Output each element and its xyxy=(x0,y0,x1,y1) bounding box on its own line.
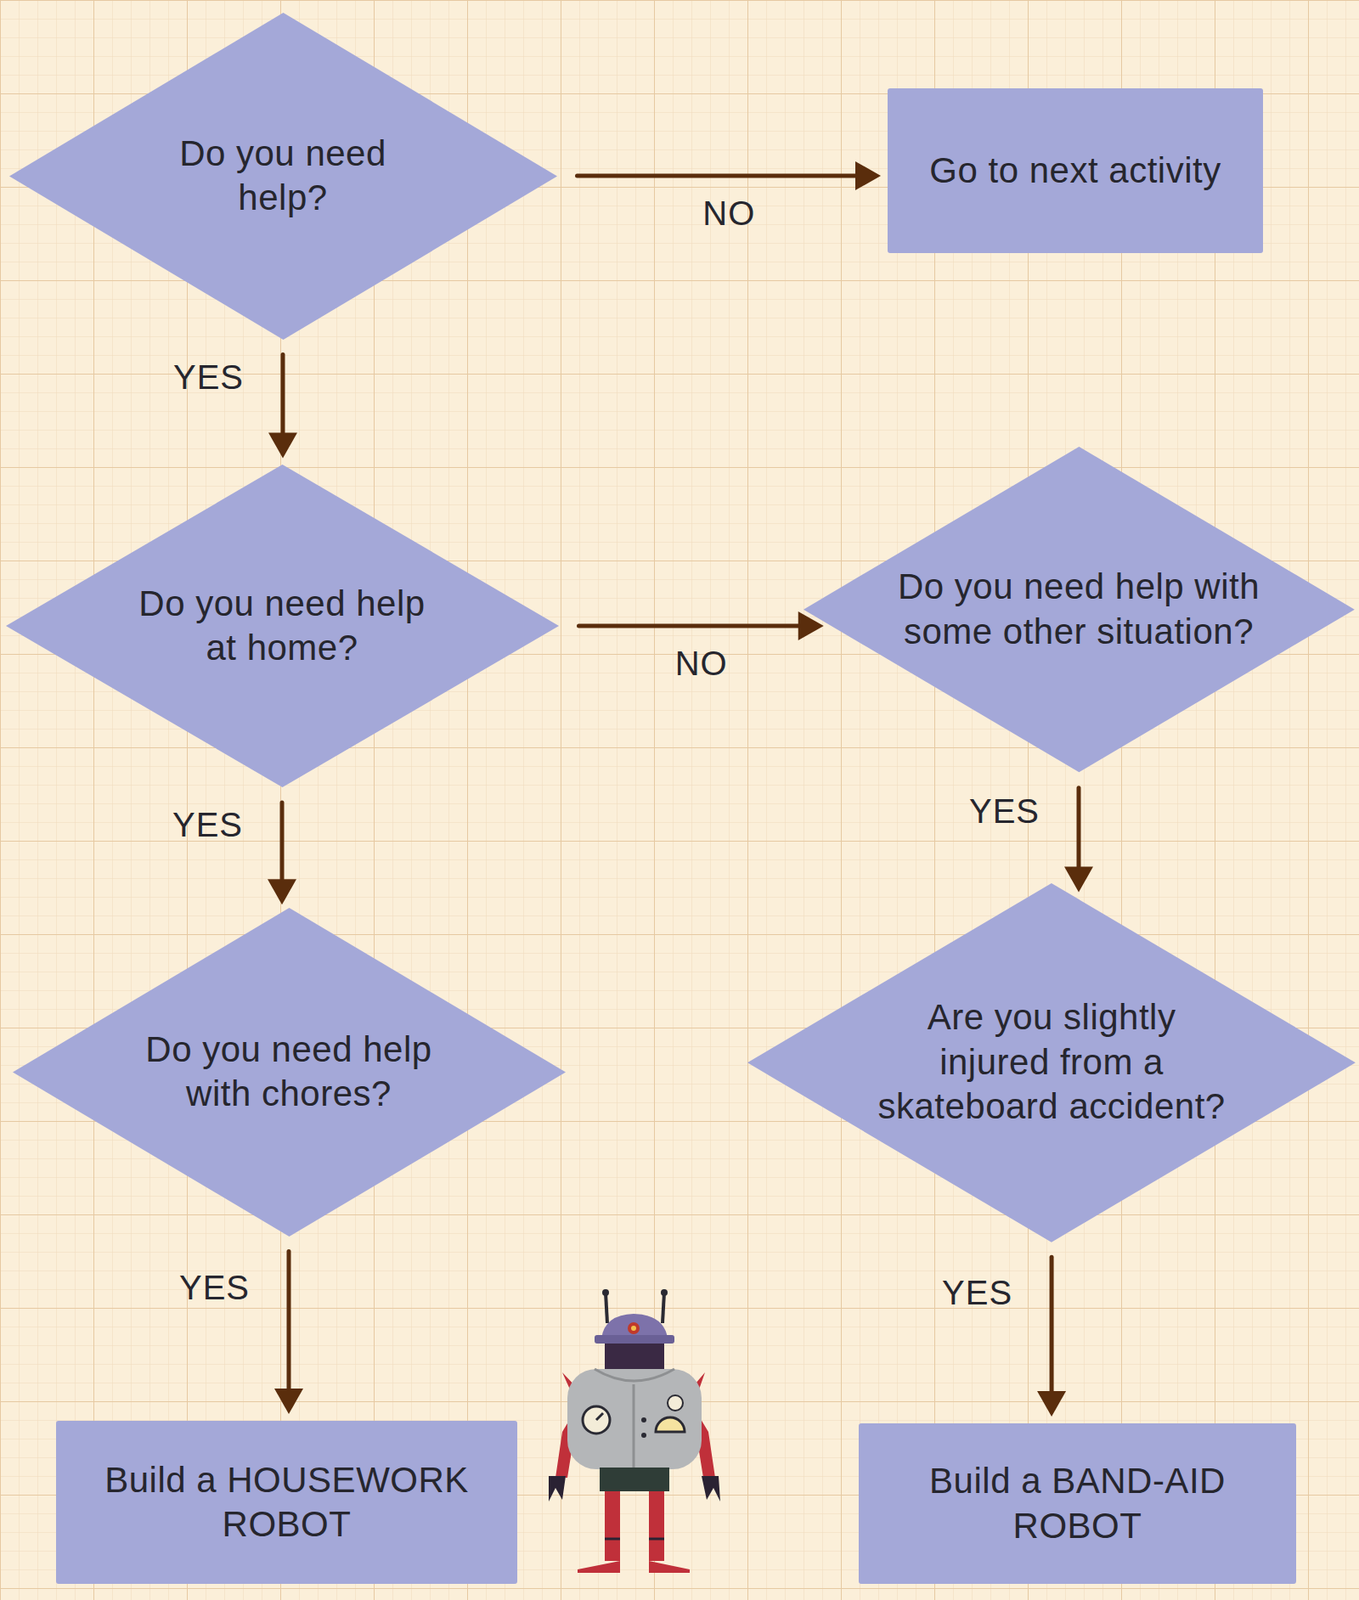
connector-arrow xyxy=(1064,788,1094,893)
diamond-outline xyxy=(12,907,566,1237)
connector-arrow xyxy=(577,161,882,191)
diamond-shape xyxy=(5,464,559,788)
node-text: Do you need help? xyxy=(142,131,423,221)
arrowhead xyxy=(274,1388,304,1415)
connector-line xyxy=(1049,1257,1055,1395)
decision-diamond: Do you need help with some other situati… xyxy=(803,446,1355,773)
robot-illustration xyxy=(548,1289,721,1574)
node-text: Build a HOUSEWORK ROBOT xyxy=(74,1458,500,1548)
node-text: Do you need help with chores? xyxy=(110,1027,468,1117)
node-text: Go to next activity xyxy=(929,148,1221,194)
process-box: Build a BAND-AID ROBOT xyxy=(858,1423,1297,1585)
node-text: Do you need help with some other situati… xyxy=(879,564,1279,655)
connector-arrow xyxy=(274,1251,304,1416)
arrowhead xyxy=(1064,867,1094,893)
connector-arrow xyxy=(1037,1257,1066,1417)
decision-diamond: Do you need help at home? xyxy=(5,464,559,788)
edge-label: NO xyxy=(702,194,756,232)
diamond-shape xyxy=(747,883,1356,1243)
connector-line xyxy=(281,355,286,437)
connector-line xyxy=(287,1251,292,1393)
diamond-outline xyxy=(5,464,559,788)
arrowhead xyxy=(267,879,297,905)
decision-diamond: Do you need help? xyxy=(9,12,558,340)
arrowhead xyxy=(268,433,298,459)
arrowhead xyxy=(1037,1391,1066,1417)
decision-diamond: Do you need help with chores? xyxy=(12,907,566,1237)
edge-label: YES xyxy=(941,1274,1013,1312)
diamond-shape xyxy=(12,907,566,1237)
node-text: Do you need help at home? xyxy=(137,581,427,672)
node-text: Build a BAND-AID ROBOT xyxy=(878,1459,1278,1549)
connector-line xyxy=(577,174,860,179)
connector-arrow xyxy=(267,802,297,905)
diamond-outline xyxy=(803,446,1355,773)
edge-label: YES xyxy=(172,806,243,844)
edge-label: YES xyxy=(173,358,244,396)
connector-arrow xyxy=(268,355,298,459)
diamond-outline xyxy=(9,12,558,340)
diamond-shape xyxy=(9,12,558,340)
diamond-shape xyxy=(803,446,1355,773)
connector-arrow xyxy=(579,611,824,641)
edge-label: YES xyxy=(969,792,1040,830)
decision-diamond: Are you slightly injured from a skateboa… xyxy=(747,883,1356,1243)
process-box: Go to next activity xyxy=(887,88,1264,254)
connector-line xyxy=(1077,788,1082,871)
connector-line xyxy=(280,802,285,883)
edge-label: YES xyxy=(179,1268,250,1307)
process-box: Build a HOUSEWORK ROBOT xyxy=(56,1421,518,1585)
edge-label: NO xyxy=(675,644,728,683)
node-text: Are you slightly injured from a skateboa… xyxy=(868,995,1235,1130)
connector-line xyxy=(579,624,802,629)
arrowhead xyxy=(855,161,881,191)
